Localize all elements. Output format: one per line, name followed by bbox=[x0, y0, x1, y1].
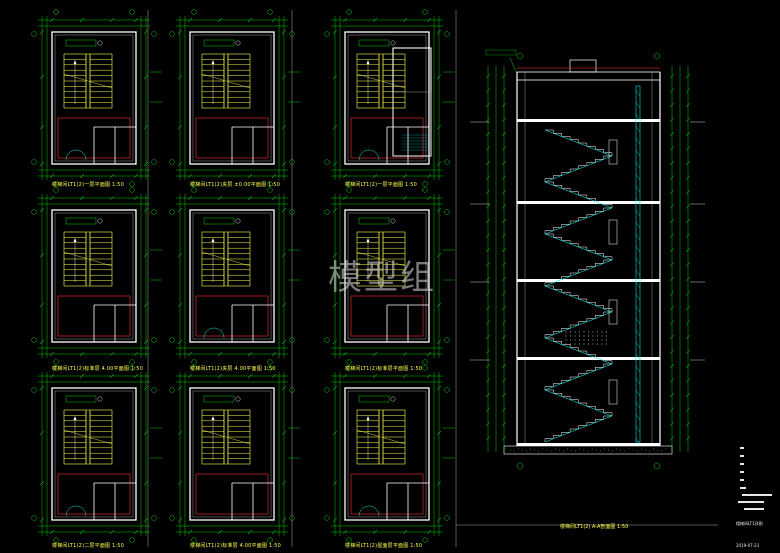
plan-title-2: 楼梯间LT1(2)夹层 ±0.00平面图 1:50 bbox=[190, 182, 281, 188]
plan-title-6: 楼梯间LT1(2)标准层平面图 1:50 bbox=[345, 366, 423, 372]
stair-plan-4 bbox=[31, 187, 162, 365]
stair-plan-9 bbox=[324, 365, 455, 543]
section-title: 楼梯间LT1(2) A-A剖面图 1:50 bbox=[560, 524, 629, 530]
stair-plan-5 bbox=[169, 187, 300, 365]
watermark-text: 模型组 bbox=[328, 258, 436, 298]
title-block bbox=[738, 447, 772, 510]
plan-title-9: 楼梯间LT1(2)屋面层平面图 1:50 bbox=[345, 543, 423, 549]
plan-title-4: 楼梯间LT1(2)标准层 4.00平面图 1:50 bbox=[52, 366, 143, 372]
plan-title-7: 楼梯间LT1(2)二层平面图 1:50 bbox=[52, 543, 125, 549]
plan-title-8: 楼梯间LT1(2)标准层 4.00平面图 1:50 bbox=[190, 543, 281, 549]
stair-plan-7 bbox=[31, 365, 162, 543]
plan-title-3: 楼梯间LT1(2)一层平面图 1:50 bbox=[345, 182, 418, 188]
plan-title-1: 楼梯间LT1(2)一层平面图 1:50 bbox=[52, 182, 125, 188]
title-block-drawing-name: 楼梯间LT1详图 bbox=[736, 521, 763, 526]
stair-plan-3 bbox=[324, 9, 455, 187]
annex-room bbox=[392, 47, 432, 157]
plan-title-5: 楼梯间LT1(2)夹层 4.00平面图 1:50 bbox=[190, 366, 276, 372]
stair-section bbox=[470, 49, 705, 470]
stair-plan-2 bbox=[169, 9, 300, 187]
title-block-code: 2019-07-23 bbox=[736, 543, 760, 548]
stair-plan-8 bbox=[169, 365, 300, 543]
stair-plan-6 bbox=[324, 187, 455, 365]
stair-plan-1 bbox=[31, 9, 162, 187]
